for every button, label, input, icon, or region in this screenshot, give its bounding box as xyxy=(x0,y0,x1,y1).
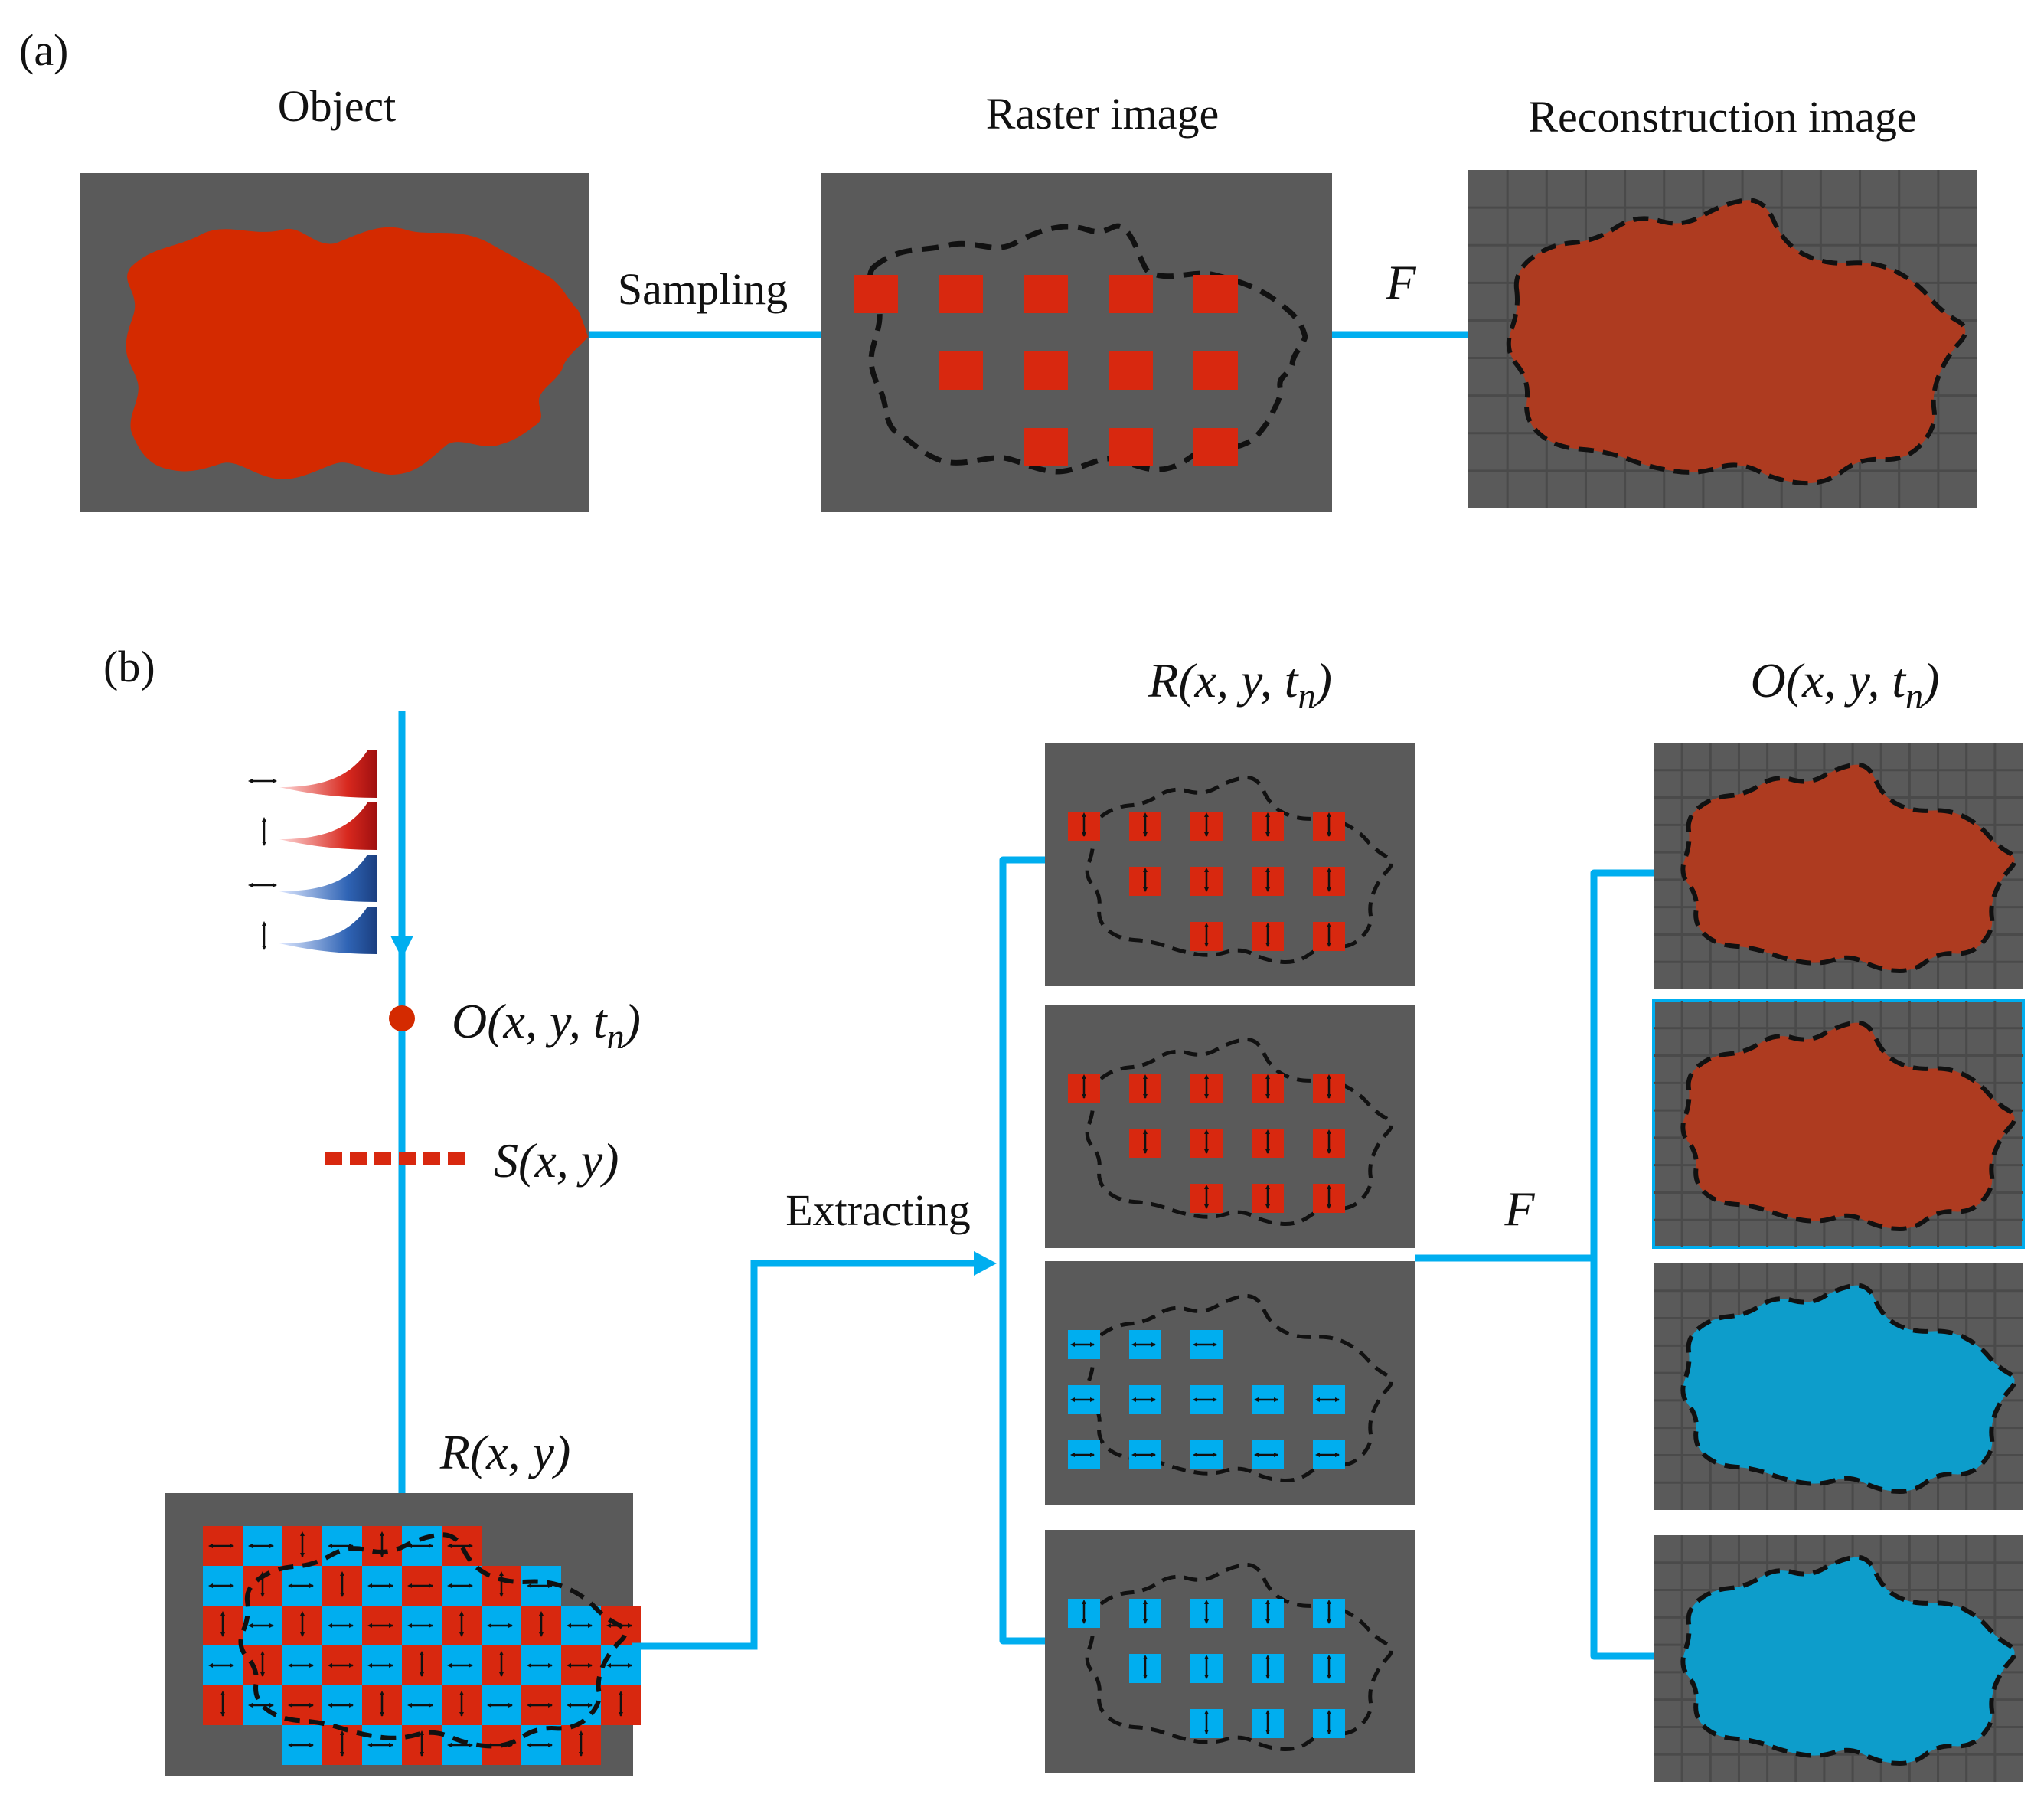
reconstructed-object xyxy=(1506,198,1968,486)
reconstruction-frame xyxy=(1654,743,2023,989)
raster-sample-square xyxy=(939,275,983,313)
dashed-outline xyxy=(1085,776,1393,965)
combined-raster-panel xyxy=(165,1493,641,1776)
dashed-outline xyxy=(1085,1563,1393,1752)
pulse-icon xyxy=(279,907,377,954)
panel-a-label: (a) xyxy=(19,25,68,75)
panel-background xyxy=(1045,743,1415,986)
pulse-icon xyxy=(279,750,377,798)
object-function-label: O(x, y, tn) xyxy=(452,994,641,1056)
extract-connector xyxy=(632,1260,975,1650)
raster-samples xyxy=(854,275,1238,466)
raster-sample-square xyxy=(1109,351,1153,390)
extract-bracket xyxy=(999,856,1045,1645)
reconstructed-object xyxy=(1680,1554,2017,1766)
recon-bracket xyxy=(1590,869,1661,1660)
dashed-outline xyxy=(238,1532,628,1749)
reconstructed-object xyxy=(1680,1283,2017,1494)
pulse-train xyxy=(248,750,377,954)
dashed-outline xyxy=(1085,1038,1393,1227)
pulse-icon xyxy=(279,802,377,850)
extracting-label: Extracting xyxy=(785,1185,971,1235)
panel-b-label: (b) xyxy=(103,642,155,691)
panel-b: (b) O(x, y, tn) S(x, y) R(x, y) Extracti… xyxy=(103,642,2025,1782)
sampling-function-label: S(x, y) xyxy=(494,1133,619,1188)
reconstructed-column-title: O(x, y, tn) xyxy=(1751,653,1940,715)
panel-background xyxy=(1045,1530,1415,1773)
reconstruction-panel-a xyxy=(1468,170,1977,508)
raster-sample-square xyxy=(1193,275,1238,313)
raster-title: Raster image xyxy=(986,89,1219,139)
extracted-column-title: R(x, y, tn) xyxy=(1148,653,1332,715)
pulse-icon xyxy=(279,855,377,902)
f-label-b: F xyxy=(1504,1181,1535,1236)
object-blob xyxy=(126,227,588,479)
reconstructed-object xyxy=(1680,1020,2017,1231)
raster-sample-square xyxy=(1024,275,1068,313)
reconstructed-panels xyxy=(1652,743,2025,1782)
raster-sample-square xyxy=(1024,351,1068,390)
raster-sample-square xyxy=(854,275,898,313)
raster-panel xyxy=(821,173,1332,512)
raster-sample-square xyxy=(1193,351,1238,390)
raster-dashed-outline xyxy=(867,223,1308,475)
reconstruction-frame xyxy=(1654,1263,2023,1510)
raster-sample-square xyxy=(1193,428,1238,466)
f-label-a: F xyxy=(1385,255,1416,309)
raster-sample-square xyxy=(1109,428,1153,466)
extract-arrow-icon xyxy=(974,1251,997,1276)
reconstruction-frame xyxy=(1468,170,1977,508)
reconstruction-title: Reconstruction image xyxy=(1528,92,1916,142)
reconstruction-frame xyxy=(1652,999,2025,1249)
sampling-label: Sampling xyxy=(618,264,788,314)
raster-sample-square xyxy=(939,351,983,390)
raster-sample-square xyxy=(1024,428,1068,466)
extracted-panel xyxy=(1045,1261,1415,1505)
panel-a: (a) Object Raster image Reconstruction i… xyxy=(19,25,1977,512)
object-point-icon xyxy=(389,1005,415,1031)
panel-background xyxy=(1045,1261,1415,1505)
beam-arrow-icon xyxy=(390,936,413,959)
reconstruction-frame xyxy=(1654,1535,2023,1782)
raster-function-label: R(x, y) xyxy=(439,1425,571,1479)
panel-background xyxy=(1045,1005,1415,1248)
extracted-panels xyxy=(1045,743,1415,1773)
object-title: Object xyxy=(278,81,397,131)
extracted-panel xyxy=(1045,743,1415,986)
extracted-panel xyxy=(1045,1005,1415,1248)
raster-sample-square xyxy=(1109,275,1153,313)
extracted-panel xyxy=(1045,1530,1415,1773)
reconstructed-object xyxy=(1680,762,2017,973)
